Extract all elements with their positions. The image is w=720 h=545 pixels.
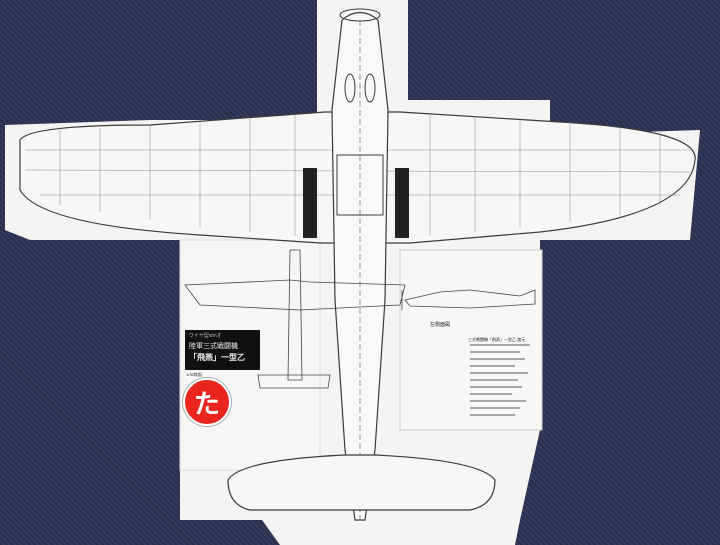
side-view-label: 左側面図 [430,322,451,328]
title-header: ワイヤ型simオ [189,333,222,339]
title-block: ワイヤ型simオ 陸軍三式戦闘機 「飛燕」一型乙 [185,330,260,370]
title-line-2: 「飛燕」一型乙 [189,353,245,362]
spec-title: 三式戦闘機「飛燕」一型乙 諸元 [468,337,526,342]
horizontal-tail [227,454,496,511]
spec-text-lines [470,344,530,416]
spec-sheet [399,249,543,431]
scale-subtitle: 1/36線図 [186,372,202,377]
logo-glyph: た [193,390,220,420]
title-line-1: 陸軍三式戦闘機 [189,343,238,350]
left-exhaust [344,73,356,103]
right-wheel-well [395,168,409,238]
right-exhaust [364,73,376,103]
left-wheel-well [303,168,317,238]
logo: た [183,378,231,426]
small-side-view [401,289,536,310]
small-top-view [184,249,406,389]
